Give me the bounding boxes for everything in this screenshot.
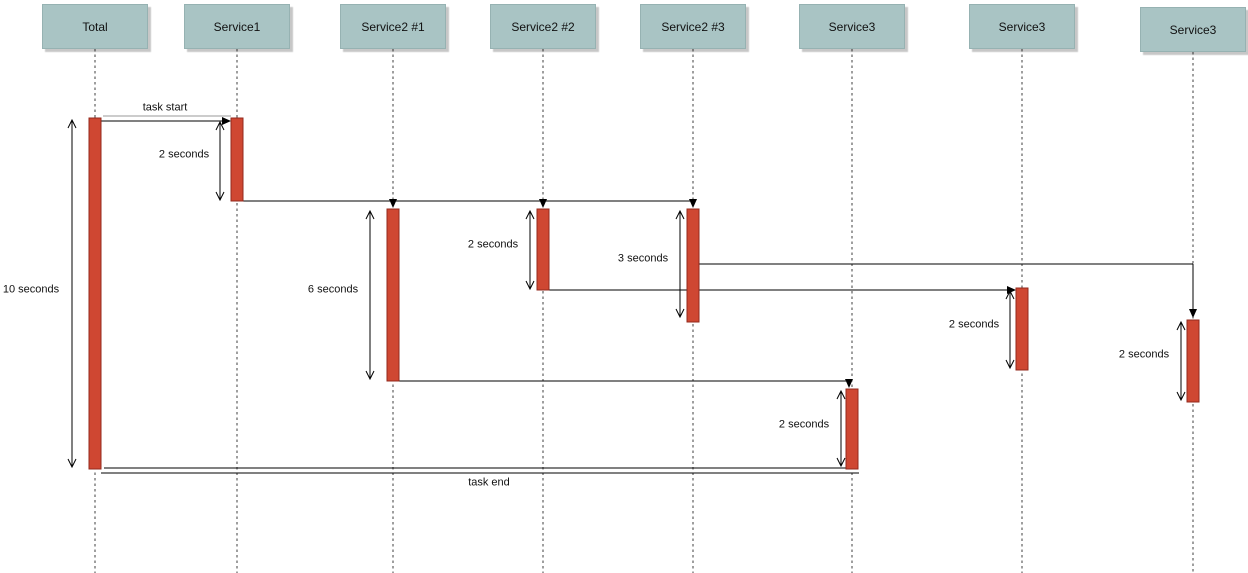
activation-bar-service2-2[interactable] (536, 208, 550, 291)
measure-label: 10 seconds (2, 283, 60, 296)
participant-label: Service3 (828, 19, 876, 34)
call-arrowhead (845, 379, 853, 388)
measure-arrowhead-up (1176, 320, 1186, 331)
activation-bar-total[interactable] (88, 117, 102, 470)
activation-bar-service3-c[interactable] (1186, 319, 1200, 403)
participant-box-1[interactable]: Total (42, 4, 148, 49)
measure-label: 2 seconds (778, 418, 830, 431)
measure-arrowhead-down (525, 280, 535, 291)
participant-label: Service3 (1169, 22, 1217, 37)
participant-box-6[interactable]: Service3 (799, 4, 905, 49)
measure-label: 2 seconds (1118, 348, 1170, 361)
measure-arrowhead-up (836, 389, 846, 400)
measure-arrowhead-up (525, 209, 535, 220)
fanout-arrowhead (389, 199, 397, 208)
measure-arrowhead-down (836, 457, 846, 468)
participant-box-3[interactable]: Service2 #1 (340, 4, 446, 49)
participant-box-5[interactable]: Service2 #3 (640, 4, 746, 49)
task-end-label: task end (468, 476, 510, 489)
measure-arrowhead-up (365, 209, 375, 220)
measure-arrowhead-down (215, 191, 225, 202)
measure-arrowhead-up (675, 209, 685, 220)
measure-label: 3 seconds (617, 252, 669, 265)
participant-box-7[interactable]: Service3 (969, 4, 1075, 49)
measure-arrowhead-down (675, 308, 685, 319)
activation-bar-service2-3[interactable] (686, 208, 700, 323)
fanout-arrowhead (689, 199, 697, 208)
participant-label: Total (82, 19, 108, 34)
participant-label: Service3 (998, 19, 1046, 34)
measure-label: 2 seconds (467, 238, 519, 251)
participant-box-4[interactable]: Service2 #2 (490, 4, 596, 49)
measure-arrowhead-down (365, 370, 375, 381)
measure-label: 2 seconds (948, 318, 1000, 331)
call-arrowhead (1189, 309, 1197, 318)
measure-arrowhead-down (67, 458, 77, 469)
measure-arrowhead-down (1176, 391, 1186, 402)
measure-arrowhead-up (1005, 289, 1015, 300)
task-start-label: task start (142, 101, 188, 114)
participant-label: Service1 (213, 19, 261, 34)
task-start-arrowhead (222, 117, 231, 125)
measure-arrowhead-up (215, 120, 225, 131)
participant-box-2[interactable]: Service1 (184, 4, 290, 49)
participant-label: Service2 #1 (361, 19, 425, 34)
participant-box-8[interactable]: Service3 (1140, 7, 1246, 52)
measure-label: 6 seconds (307, 283, 359, 296)
measure-arrowhead-up (67, 118, 77, 129)
measure-arrowhead-down (1005, 359, 1015, 370)
activation-bar-service2-1[interactable] (386, 208, 400, 382)
measure-label: 2 seconds (158, 148, 210, 161)
activation-bar-service3-a[interactable] (845, 388, 859, 470)
activation-bar-service1[interactable] (230, 117, 244, 202)
participant-label: Service2 #2 (511, 19, 575, 34)
call-arrowhead (1007, 286, 1016, 294)
participant-label: Service2 #3 (661, 19, 725, 34)
activation-bar-service3-b[interactable] (1015, 287, 1029, 371)
fanout-arrowhead (539, 199, 547, 208)
